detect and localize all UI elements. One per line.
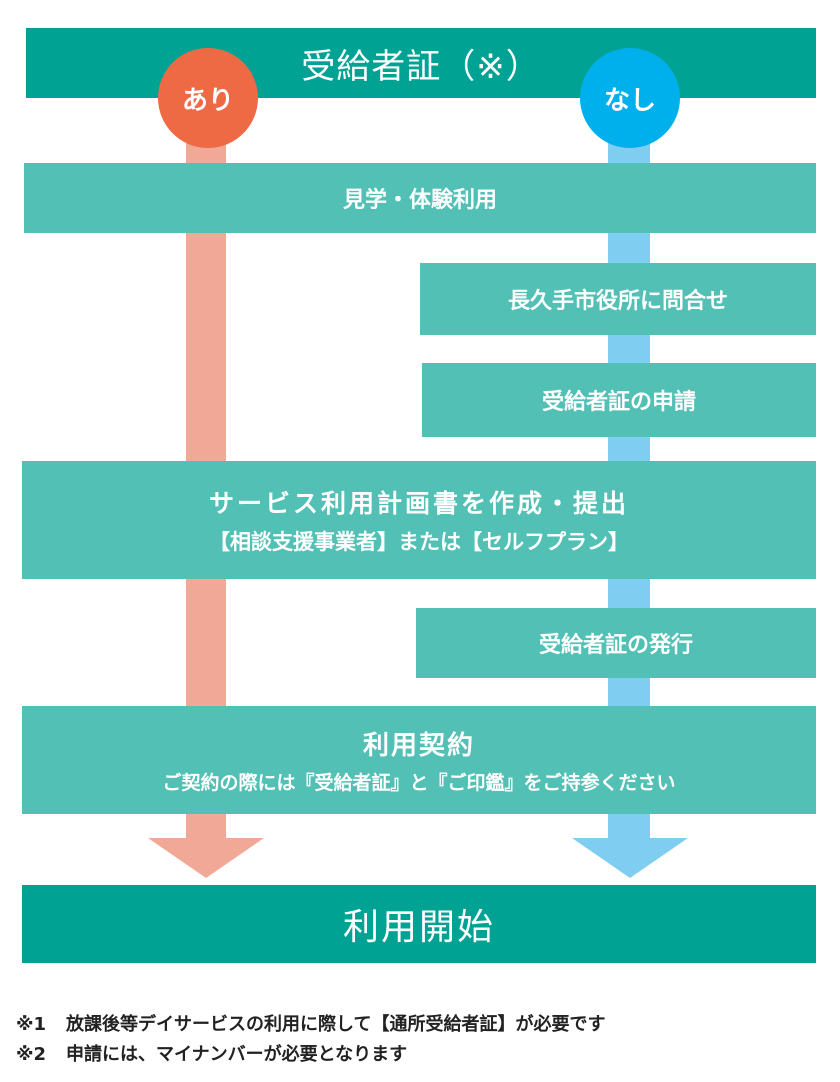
note-2-text: 申請には、マイナンバーが必要となります — [66, 1044, 408, 1065]
step-apply: 受給者証の申請 — [422, 363, 816, 437]
step-issue-label: 受給者証の発行 — [538, 633, 693, 658]
branch-no-badge: なし — [580, 48, 680, 148]
step-start: 利用開始 — [22, 885, 816, 963]
step-inquiry: 長久手市役所に問合せ — [420, 263, 816, 335]
branch-yes-label: あり — [181, 85, 234, 116]
branch-no-label: なし — [603, 85, 656, 116]
note-1-text: 放課後等デイサービスの利用に際して【通所受給者証】が必要です — [66, 1014, 606, 1035]
step-apply-label: 受給者証の申請 — [541, 390, 696, 415]
note-1-mark: ※1 — [16, 1014, 47, 1035]
note-2-mark: ※2 — [16, 1044, 47, 1065]
branch-yes-badge: あり — [158, 48, 258, 148]
note-1: ※1 放課後等デイサービスの利用に際して【通所受給者証】が必要です — [16, 1010, 605, 1036]
step-start-label: 利用開始 — [342, 907, 495, 948]
step-plan: サービス利用計画書を作成・提出 【相談支援事業者】または【セルフプラン】 — [22, 461, 816, 579]
note-2: ※2 申請には、マイナンバーが必要となります — [16, 1040, 407, 1066]
step-plan-title: サービス利用計画書を作成・提出 — [208, 489, 629, 518]
header-title: 受給者証（※） — [301, 46, 541, 87]
header-banner: 受給者証（※） — [26, 28, 816, 98]
step-inquiry-label: 長久手市役所に問合せ — [507, 289, 728, 314]
step-issue: 受給者証の発行 — [416, 608, 816, 678]
step-contract-subtitle: ご契約の際には『受給者証』と『ご印鑑』をご持参ください — [162, 772, 676, 794]
step-contract-title: 利用契約 — [362, 731, 475, 761]
step-plan-subtitle: 【相談支援事業者】または【セルフプラン】 — [209, 530, 629, 554]
no-path-arrow — [572, 838, 688, 878]
step-contract: 利用契約 ご契約の際には『受給者証』と『ご印鑑』をご持参ください — [22, 706, 816, 814]
step-visit-label: 見学・体験利用 — [342, 188, 497, 213]
yes-path-arrow — [148, 838, 264, 878]
step-visit: 見学・体験利用 — [24, 163, 816, 233]
